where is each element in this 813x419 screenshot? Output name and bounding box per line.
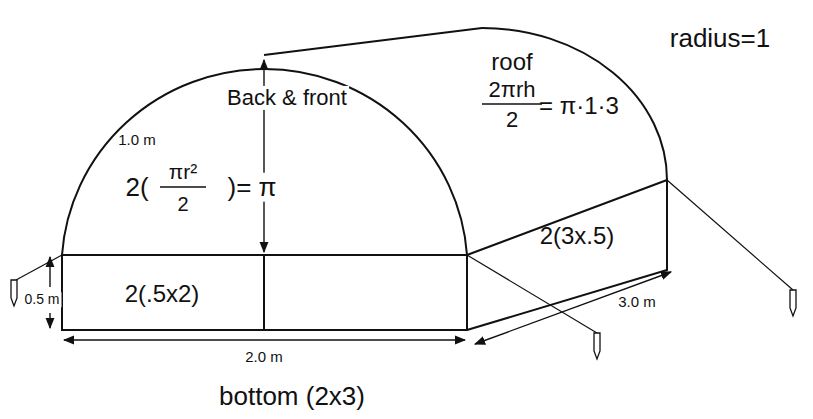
area-formula: 2(.5x2) [125, 281, 200, 307]
fraction-bar [482, 103, 542, 105]
formula-numerator: 2πrh [489, 78, 536, 102]
dimension-arrow [475, 272, 671, 344]
face-title: Back & front [225, 86, 349, 110]
tent-peg [594, 333, 600, 359]
area-formula: bottom (2x3) [219, 382, 365, 411]
side-wall [467, 180, 667, 330]
dimension-label: 3.0 m [616, 294, 658, 311]
dimension-label: 1.0 m [118, 132, 156, 149]
dimension-label: 2.0 m [245, 349, 283, 366]
tent-peg [11, 280, 17, 306]
roof-title: roof [491, 49, 532, 75]
dimension-label: 0.5 m [22, 292, 61, 307]
radius-note: radius=1 [670, 24, 770, 53]
guy-line [667, 180, 793, 290]
formula-denominator: 2 [506, 108, 518, 132]
fraction-bar [160, 186, 206, 188]
dimension-arrow [49, 257, 50, 287]
front-wall [62, 255, 467, 330]
formula-numerator: πr² [169, 160, 197, 183]
guy-line [467, 255, 597, 333]
roof-ridge [264, 28, 482, 55]
back-arc [482, 28, 667, 180]
formula-part: 2( [125, 173, 148, 202]
guy-line [16, 255, 62, 280]
formula-denominator: 2 [177, 193, 188, 215]
formula-result: = π·1·3 [539, 93, 619, 119]
wall-divider [263, 255, 265, 330]
tent-peg [790, 290, 796, 316]
formula-result: )= π [225, 173, 278, 202]
dimension-arrow [64, 339, 465, 340]
area-formula: 2(3x.5) [540, 223, 615, 249]
dimension-arrow [49, 313, 50, 328]
